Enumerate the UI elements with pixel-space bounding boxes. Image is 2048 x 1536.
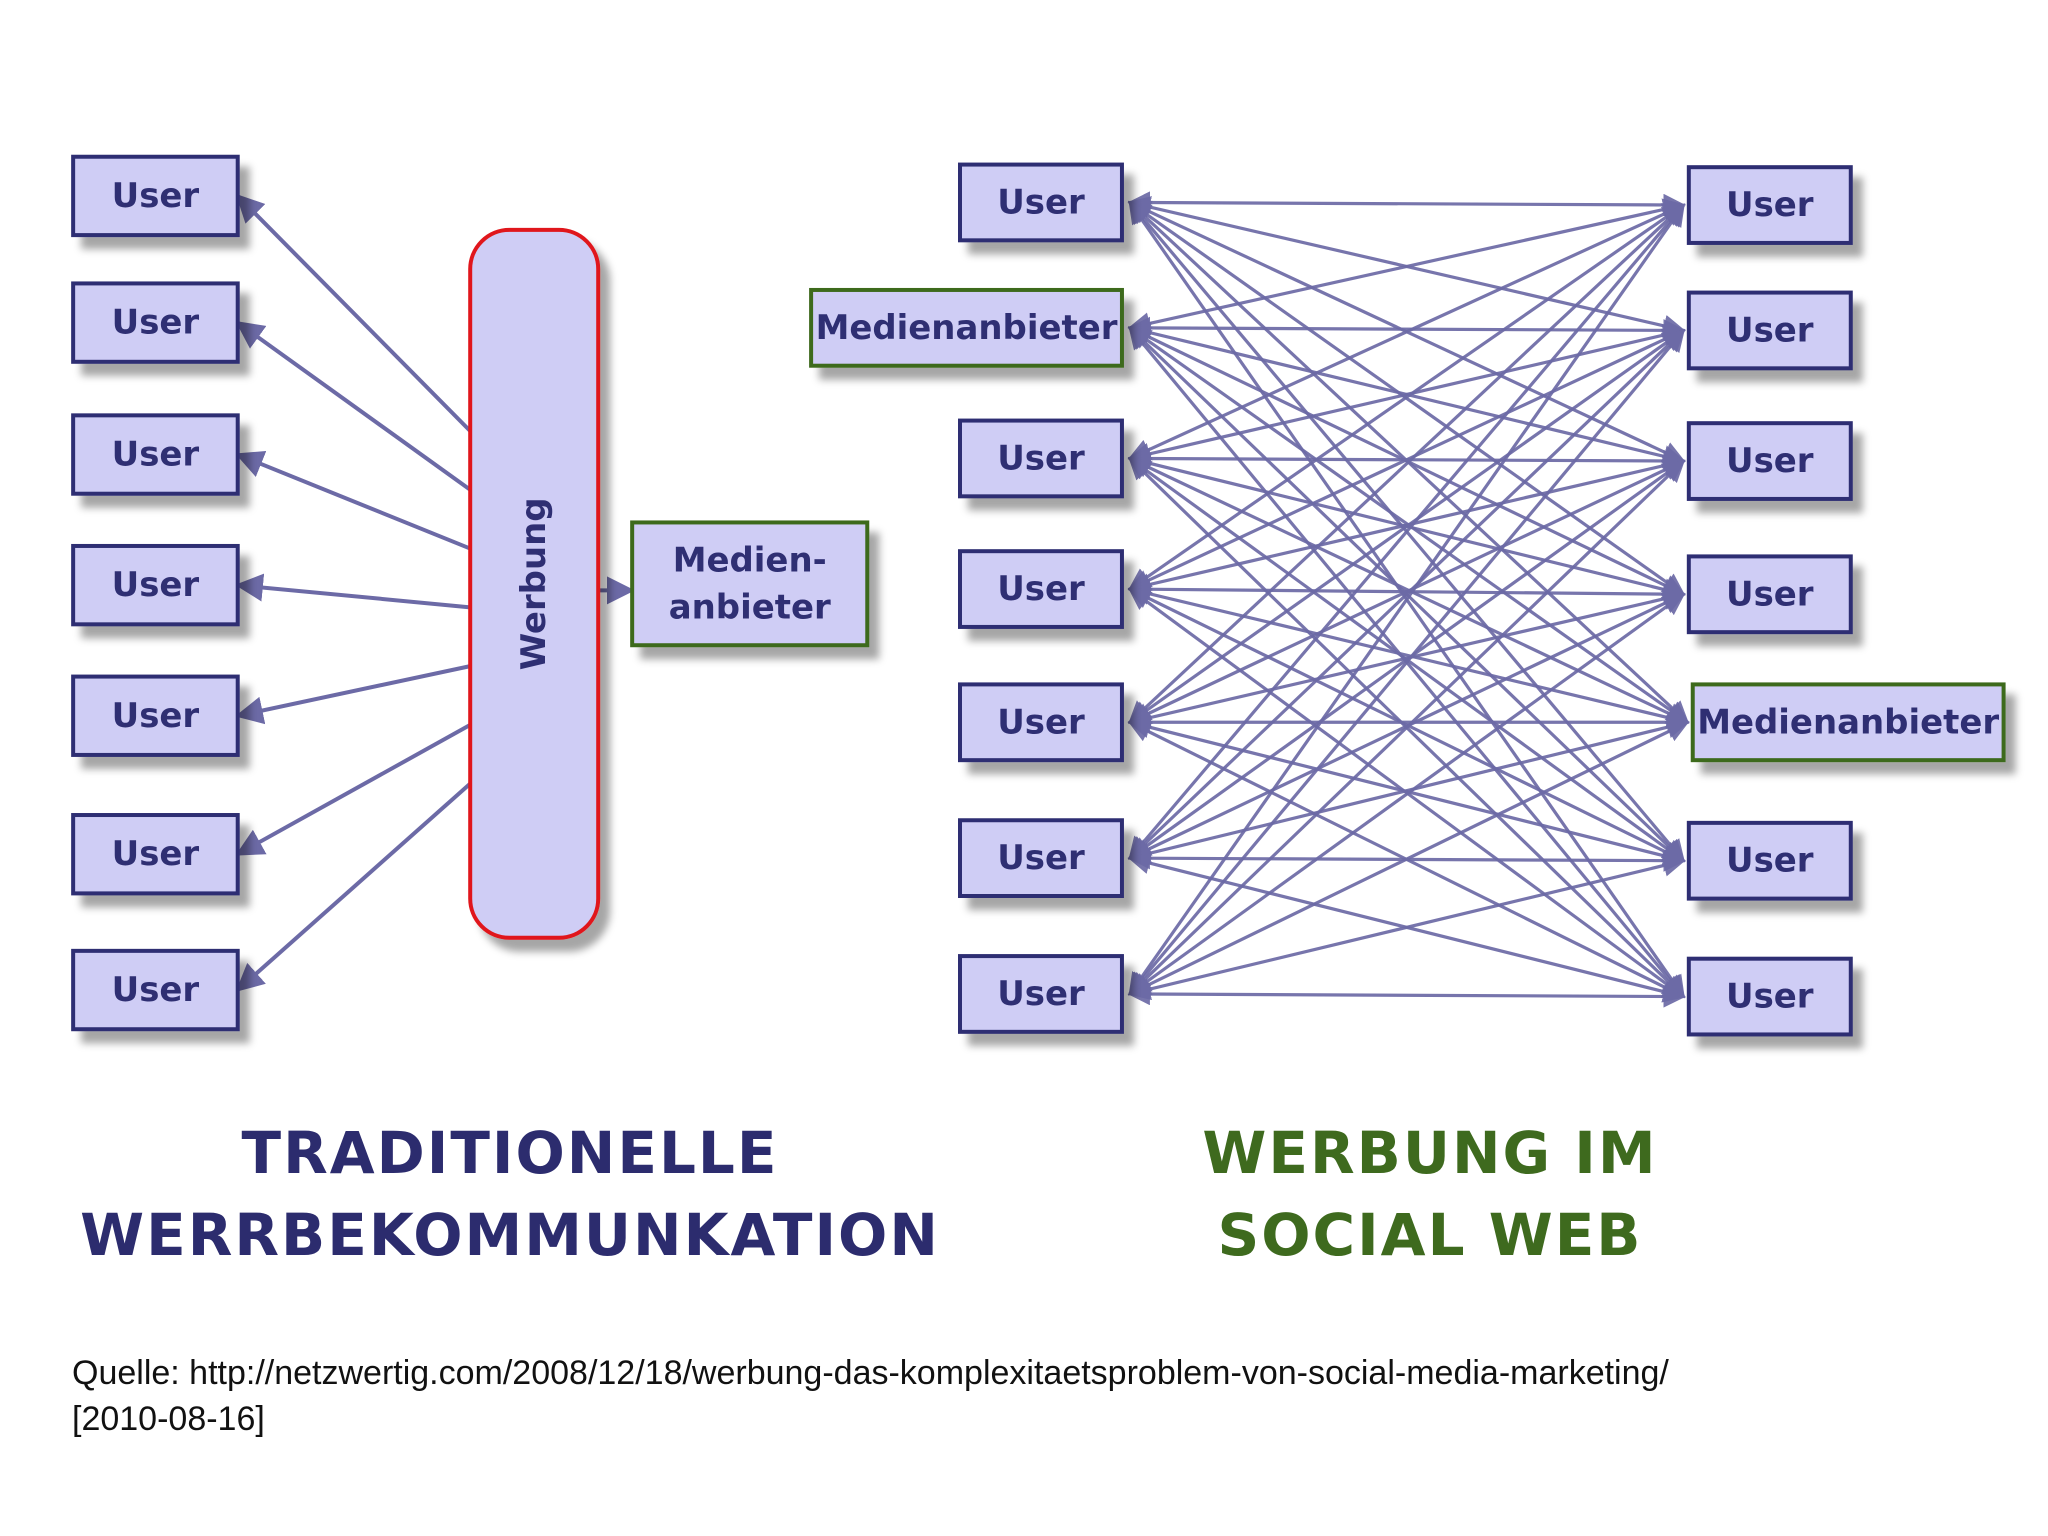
traditional-user-3-box	[71, 413, 240, 496]
traditional-user-6-box	[71, 813, 240, 896]
social-left-node-6-box	[958, 818, 1124, 898]
social-left-node-2-label: Medienanbieter	[816, 308, 1118, 348]
social-edge-1	[1127, 191, 1686, 217]
traditional-user-5-box	[71, 674, 240, 757]
social-right-node-4-box	[1686, 554, 1853, 635]
traditional-user-7-label: User	[112, 970, 200, 1010]
traditional-edge-4	[234, 573, 471, 610]
social-edge-15	[1127, 203, 1686, 461]
traditional-provider-box	[630, 520, 870, 648]
social-right-node-2: User	[1686, 290, 1853, 371]
social-right-node-4: User	[1686, 554, 1853, 635]
social-left-node-1-label: User	[997, 182, 1085, 222]
social-title-line1: WERBUNG IM	[1202, 1119, 1658, 1187]
social-right-node-7: User	[1686, 956, 1853, 1037]
traditional-user-5-label: User	[112, 696, 200, 736]
traditional-user-6-label: User	[112, 834, 200, 874]
traditional-user-7: User	[71, 948, 240, 1032]
social-edge-31	[1127, 459, 1686, 724]
traditional-edge-5	[234, 664, 471, 725]
social-right-node-2-box	[1686, 290, 1853, 371]
social-left-node-1-box	[958, 162, 1124, 243]
social-right-node-3-box	[1686, 421, 1853, 501]
traditional-user-2-label: User	[112, 303, 200, 343]
social-left-node-7-box	[958, 954, 1124, 1034]
traditional-user-1: User	[71, 154, 240, 238]
werbung-label: Werbung	[514, 497, 554, 670]
traditional-provider: Medien-anbieter	[630, 520, 870, 648]
social-edge-8	[1127, 198, 1686, 335]
social-right-node-5-label: Medienanbieter	[1697, 702, 1999, 742]
social-title: WERBUNG IM SOCIAL WEB	[1100, 1112, 1760, 1276]
social-left-node-6-label: User	[997, 838, 1085, 878]
social-right-node-2-label: User	[1726, 310, 1814, 350]
social-left-node-2-box	[809, 287, 1124, 368]
traditional-provider-label-1: Medien-	[673, 540, 827, 580]
social-edge-49	[1127, 982, 1686, 1008]
traditional-edge-3	[235, 451, 471, 551]
social-left-node-7-label: User	[997, 974, 1085, 1014]
social-edges	[1127, 191, 1690, 1008]
traditional-edge-6	[235, 723, 472, 856]
social-edge-29	[1128, 203, 1686, 724]
traditional-user-3: User	[71, 413, 240, 496]
traditional-user-5: User	[71, 674, 240, 757]
social-right-node-5: Medienanbieter	[1690, 682, 2006, 763]
social-right-node-1-box	[1686, 165, 1853, 245]
social-right-node-6: User	[1686, 820, 1853, 901]
source-url: Quelle: http://netzwertig.com/2008/12/18…	[72, 1354, 1669, 1392]
social-left-node-1: User	[958, 162, 1124, 243]
traditional-user-6: User	[71, 813, 240, 896]
social-left-node-3-box	[958, 418, 1124, 499]
traditional-user-4: User	[71, 543, 240, 627]
traditional-user-1-label: User	[112, 176, 200, 216]
social-title-line2: SOCIAL WEB	[1217, 1201, 1643, 1269]
social-right-node-6-box	[1686, 820, 1853, 901]
traditional-user-4-label: User	[112, 565, 200, 605]
social-right-node-6-label: User	[1726, 841, 1814, 881]
social-left-node-4: User	[958, 549, 1124, 629]
social-left-node-5-label: User	[997, 702, 1085, 742]
social-left-node-6: User	[958, 818, 1124, 898]
social-left-node-2: Medienanbieter	[809, 287, 1124, 368]
social-right-node-3-label: User	[1726, 441, 1814, 481]
social-left-node-3: User	[958, 418, 1124, 499]
source-note: Quelle: http://netzwertig.com/2008/12/18…	[72, 1350, 2012, 1442]
social-right-node-7-box	[1686, 956, 1853, 1037]
social-left-node-5: User	[958, 682, 1124, 763]
social-left-node-5-box	[958, 682, 1124, 763]
traditional-edge-1	[235, 193, 472, 433]
traditional-edge-7	[235, 782, 472, 992]
traditional-provider-label-2: anbieter	[669, 587, 831, 627]
traditional-user-4-box	[71, 543, 240, 627]
social-left-node-7: User	[958, 954, 1124, 1034]
social-right-node-5-box	[1690, 682, 2006, 763]
social-right-node-7-label: User	[1726, 977, 1814, 1017]
traditional-edges	[234, 193, 635, 992]
traditional-user-1-box	[71, 154, 240, 238]
traditional-title: TRADITIONELLE WERRBEKOMMUNKATION	[60, 1112, 960, 1276]
social-right-node-1-label: User	[1726, 185, 1814, 225]
traditional-user-7-box	[71, 948, 240, 1032]
social-edge-16	[1127, 324, 1686, 465]
social-left-node-3-label: User	[997, 438, 1085, 478]
source-date: [2010-08-16]	[72, 1400, 265, 1438]
traditional-title-line1: TRADITIONELLE	[241, 1119, 779, 1187]
traditional-edge-2	[235, 320, 472, 492]
social-right-node-1: User	[1686, 165, 1853, 245]
social-left-node-4-box	[958, 549, 1124, 629]
traditional-user-2: User	[71, 281, 240, 364]
traditional-user-2-box	[71, 281, 240, 364]
traditional-user-3-label: User	[112, 435, 200, 475]
social-right-node-3: User	[1686, 421, 1853, 501]
social-edge-48	[1127, 854, 1686, 1001]
werbung-box	[468, 227, 601, 940]
social-left-node-4-label: User	[997, 569, 1085, 609]
werbung-node: Werbung	[468, 227, 601, 940]
traditional-title-line2: WERRBEKOMMUNKATION	[80, 1201, 940, 1269]
social-right-node-4-label: User	[1726, 574, 1814, 614]
